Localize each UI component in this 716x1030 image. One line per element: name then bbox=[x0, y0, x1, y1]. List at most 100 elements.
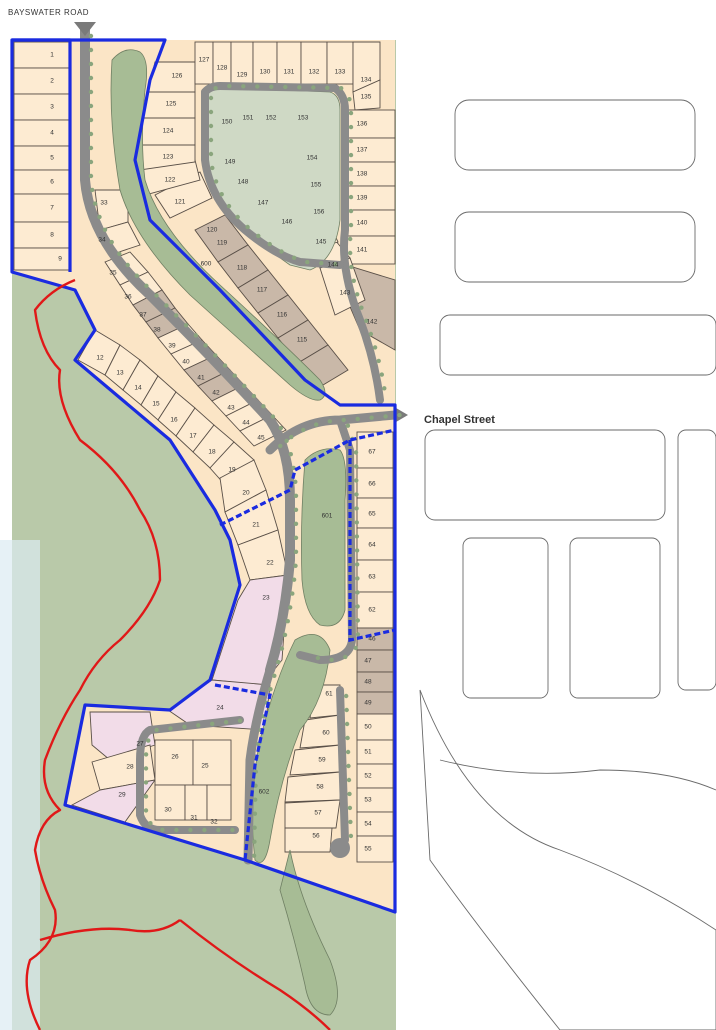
street-tree bbox=[269, 84, 274, 90]
park-label-602: 602 bbox=[259, 789, 270, 796]
existing-block-h bbox=[419, 689, 716, 1030]
lot-label-28: 28 bbox=[126, 764, 134, 771]
lot-131[interactable] bbox=[276, 41, 302, 85]
lot-132[interactable] bbox=[300, 41, 328, 85]
lot-label-145: 145 bbox=[316, 239, 327, 246]
lot-label-46: 46 bbox=[368, 636, 376, 643]
lot-63[interactable] bbox=[356, 559, 394, 593]
street-tree bbox=[88, 131, 94, 137]
lot-26[interactable] bbox=[154, 739, 194, 786]
road-culdesac-east bbox=[336, 686, 349, 844]
lot-label-144: 144 bbox=[328, 262, 339, 269]
street-tree bbox=[293, 521, 299, 526]
lot-50[interactable] bbox=[356, 713, 394, 741]
street-tree bbox=[143, 808, 149, 813]
lot-5[interactable] bbox=[13, 145, 71, 171]
lot-label-56: 56 bbox=[312, 833, 320, 840]
lot-7[interactable] bbox=[13, 193, 71, 223]
lot-133[interactable] bbox=[326, 41, 354, 85]
lot-label-29: 29 bbox=[118, 792, 126, 799]
street-tree bbox=[208, 123, 214, 129]
street-tree bbox=[288, 452, 293, 457]
lot-25[interactable] bbox=[192, 739, 232, 786]
road-culdesac-west bbox=[136, 716, 244, 834]
lot-138[interactable] bbox=[347, 161, 396, 187]
lot-57[interactable] bbox=[284, 799, 341, 829]
road-label-bayswater: BAYSWATER ROAD bbox=[8, 8, 90, 17]
street-tree bbox=[164, 303, 169, 308]
street-tree bbox=[143, 766, 149, 771]
street-tree bbox=[196, 723, 201, 728]
lot-30[interactable] bbox=[154, 784, 186, 821]
lot-8[interactable] bbox=[13, 221, 71, 249]
lot-2[interactable] bbox=[13, 67, 71, 95]
street-tree bbox=[251, 853, 257, 858]
lot-49[interactable] bbox=[356, 691, 394, 715]
lot-140[interactable] bbox=[347, 209, 396, 237]
lot-48[interactable] bbox=[356, 671, 394, 693]
lot-1[interactable] bbox=[13, 41, 71, 69]
lot-56[interactable] bbox=[284, 827, 333, 853]
street-tree bbox=[276, 659, 281, 665]
street-tree bbox=[279, 249, 284, 254]
street-tree bbox=[88, 47, 94, 53]
lot-label-43: 43 bbox=[227, 405, 235, 412]
lot-55[interactable] bbox=[356, 835, 394, 863]
street-tree bbox=[245, 224, 250, 230]
lot-label-50: 50 bbox=[364, 724, 372, 731]
street-tree bbox=[232, 373, 237, 378]
street-tree bbox=[272, 673, 277, 678]
street-tree bbox=[348, 819, 353, 825]
lot-51[interactable] bbox=[356, 739, 394, 765]
lot-47[interactable] bbox=[356, 649, 394, 673]
lot-136[interactable] bbox=[347, 109, 396, 139]
street-tree bbox=[109, 239, 114, 245]
lot-label-40: 40 bbox=[182, 359, 190, 366]
lot-130[interactable] bbox=[252, 41, 278, 85]
lot-4[interactable] bbox=[13, 119, 71, 147]
lot-66[interactable] bbox=[356, 467, 394, 499]
lot-label-153: 153 bbox=[298, 115, 309, 122]
lot-58[interactable] bbox=[284, 771, 341, 803]
street-tree bbox=[290, 591, 295, 596]
lot-label-67: 67 bbox=[368, 449, 376, 456]
street-tree bbox=[311, 85, 316, 90]
lot-52[interactable] bbox=[356, 763, 394, 789]
street-tree bbox=[227, 83, 232, 89]
street-tree bbox=[291, 577, 297, 582]
lot-label-140: 140 bbox=[357, 220, 368, 227]
lot-label-138: 138 bbox=[357, 171, 368, 178]
lot-62[interactable] bbox=[356, 591, 394, 629]
street-tree bbox=[88, 75, 94, 81]
lot-128[interactable] bbox=[212, 41, 232, 85]
lot-65[interactable] bbox=[356, 497, 394, 529]
street-tree bbox=[347, 791, 352, 797]
lot-53[interactable] bbox=[356, 787, 394, 813]
existing-block-a bbox=[454, 99, 696, 171]
lot-137[interactable] bbox=[347, 137, 396, 163]
lot-3[interactable] bbox=[13, 93, 71, 121]
lot-135[interactable] bbox=[352, 79, 381, 111]
street-tree bbox=[348, 236, 353, 242]
lot-139[interactable] bbox=[347, 185, 396, 211]
lot-label-53: 53 bbox=[364, 797, 372, 804]
street-tree bbox=[88, 33, 94, 39]
lot-32[interactable] bbox=[206, 784, 232, 821]
lot-59[interactable] bbox=[289, 744, 341, 776]
lot-label-52: 52 bbox=[364, 773, 372, 780]
lot-label-146: 146 bbox=[282, 219, 293, 226]
street-tree bbox=[348, 194, 354, 200]
lot-label-155: 155 bbox=[311, 182, 322, 189]
street-tree bbox=[183, 323, 189, 328]
lot-label-16: 16 bbox=[170, 417, 178, 424]
lot-label-12: 12 bbox=[96, 355, 104, 362]
lot-6[interactable] bbox=[13, 169, 71, 195]
road-label-chapel-street: Chapel Street bbox=[424, 414, 495, 426]
road-main-spine bbox=[80, 25, 295, 675]
lot-label-3: 3 bbox=[50, 104, 54, 111]
lot-141[interactable] bbox=[344, 235, 396, 265]
street-tree bbox=[144, 283, 149, 288]
street-tree bbox=[90, 187, 95, 193]
lot-label-127: 127 bbox=[199, 57, 210, 64]
lot-54[interactable] bbox=[356, 811, 394, 837]
